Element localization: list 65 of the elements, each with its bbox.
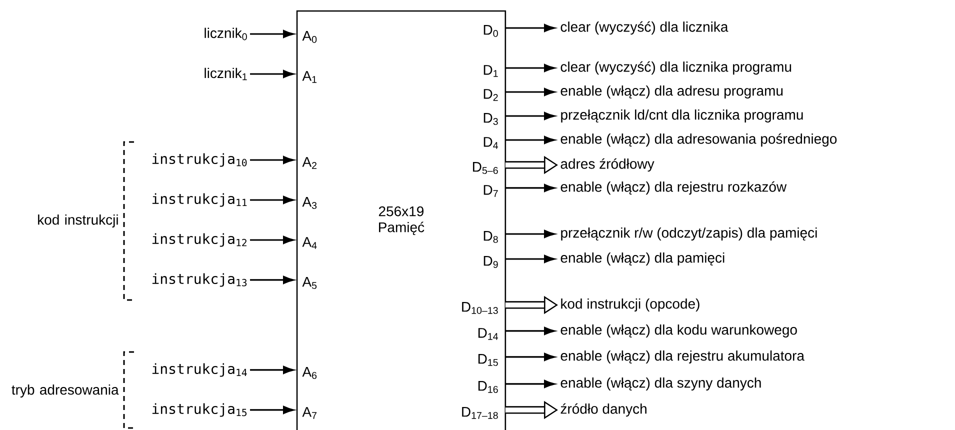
arrow — [505, 326, 555, 335]
output-signal-label: enable (włącz) dla rejestru akumulatora — [560, 350, 804, 364]
arrow — [505, 24, 555, 32]
pin-label: D$_{2}$ — [484, 89, 498, 101]
pin-label: A$_{2}$ — [302, 157, 316, 169]
output-signal-label: przełącznik ld/cnt dla licznika programu — [561, 109, 803, 123]
pin-label: D$_{8}$ — [484, 231, 498, 243]
group-label: tryb adresowania — [12, 384, 119, 398]
pin-label: A$_{3}$ — [302, 197, 317, 209]
pin-label: D$_{16}$ — [478, 381, 498, 393]
pin-label: A$_{4}$ — [302, 237, 317, 249]
arrow — [505, 352, 555, 361]
pin-label: D$_{10–13}$ — [462, 302, 498, 314]
arrow — [250, 276, 294, 284]
pin-label: D$_{0}$ — [484, 25, 498, 37]
arrow — [250, 406, 294, 414]
arrow — [250, 30, 294, 38]
pin-label: A$_{7}$ — [302, 407, 316, 419]
pin-label: D$_{3}$ — [484, 113, 498, 125]
pin-label: D$_{5–6}$ — [473, 162, 498, 174]
arrow — [505, 230, 555, 238]
arrow — [505, 136, 555, 144]
arrow — [250, 70, 294, 78]
input-signal-label: instrukcja$_{14}$ — [152, 363, 247, 377]
input-signal-label: instrukcja$_{10}$ — [152, 153, 247, 167]
output-signal-label: enable (włącz) dla adresowania pośredniego — [560, 133, 837, 147]
output-signal-label: enable (włącz) dla rejestru rozkazów — [560, 181, 787, 195]
output-signal-label: enable (włącz) dla szyny danych — [560, 377, 761, 391]
input-signal-label: licznik$_{0}$ — [204, 28, 247, 40]
output-signal-label: adres źródłowy — [560, 158, 654, 172]
output-signal-label: enable (włącz) dla kodu warunkowego — [560, 324, 797, 338]
group-label: kod instrukcji — [38, 214, 118, 228]
arrow — [505, 64, 555, 72]
pin-label: D$_{15}$ — [478, 354, 498, 366]
output-signal-label: clear (wyczyść) dla licznika programu — [560, 61, 792, 75]
input-signal-label: instrukcja$_{12}$ — [152, 233, 246, 247]
pin-label: D$_{1}$ — [484, 65, 498, 77]
pin-label: A$_{1}$ — [302, 71, 317, 83]
arrow — [250, 196, 294, 204]
input-signal-label: instrukcja$_{15}$ — [152, 403, 247, 417]
arrow — [250, 156, 294, 164]
arrow — [505, 380, 555, 388]
arrow — [250, 366, 294, 374]
pin-label: D$_{14}$ — [478, 328, 498, 340]
arrow — [505, 254, 555, 263]
pin-label: D$_{7}$ — [484, 185, 498, 197]
pin-label: A$_{5}$ — [302, 277, 317, 289]
output-signal-label: przełącznik r/w (odczyt/zapis) dla pamięci — [561, 227, 817, 241]
pin-label: A$_{0}$ — [302, 31, 317, 43]
input-signal-label: licznik$_{1}$ — [204, 68, 247, 80]
output-signal-label: kod instrukcji (opcode) — [561, 298, 700, 312]
output-signal-label: clear (wyczyść) dla licznika — [560, 21, 728, 35]
input-signal-label: instrukcja$_{11}$ — [152, 193, 247, 207]
output-signal-label: enable (włącz) dla adresu programu — [560, 85, 783, 99]
pin-label: D$_{9}$ — [484, 256, 498, 268]
arrow — [505, 184, 555, 192]
pin-label: D$_{4}$ — [484, 137, 498, 149]
output-signal-label: enable (włącz) dla pamięci — [560, 252, 724, 266]
pin-label: D$_{17–18}$ — [462, 407, 498, 419]
pin-label: A$_{6}$ — [302, 367, 317, 379]
arrow — [505, 88, 555, 96]
arrow — [250, 236, 294, 244]
arrow — [505, 112, 555, 120]
output-signal-label: źródło danych — [560, 403, 646, 417]
input-signal-label: instrukcja$_{13}$ — [152, 273, 247, 287]
